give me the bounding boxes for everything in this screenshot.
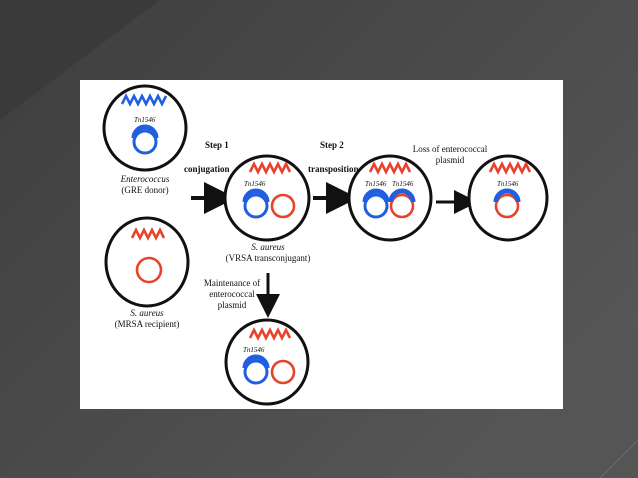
transposition-right-transposon-label: Tn1546 [392,180,414,188]
donor-strain-label: (GRE donor) [121,185,168,195]
maintenance-chromosome-wave [248,327,292,341]
transconjugant-enterococcal-plasmid [243,193,269,219]
maintenance-enterococcal-plasmid [243,359,269,385]
step2-subtitle: transposition [308,164,359,174]
step1-title: Step 1 [205,140,229,150]
donor-cell: Tn1546 [102,84,188,172]
maintenance-cell: Tn1546 [224,318,310,406]
maintenance-label-line3: plasmid [218,300,247,310]
transposition-cell: Tn1546 Tn1546 [347,154,433,242]
transposition-enterococcal-plasmid [363,193,389,219]
donor-transposon-label: Tn1546 [134,116,156,124]
final-transposon-label: Tn1546 [497,180,519,188]
final-cell: Tn1546 [467,154,549,242]
donor-chromosome-wave [120,93,168,107]
recipient-cell [104,216,190,308]
maintenance-label-line2: enterococcal [209,289,255,299]
transposition-chromosome-wave [368,161,412,175]
recipient-strain-label: (MRSA recipient) [115,319,180,329]
transposition-left-arc [362,188,390,203]
maintenance-staph-plasmid [270,359,296,385]
transposition-left-transposon-label: Tn1546 [365,180,387,188]
loss-label-line1: Loss of enterococcal [413,144,488,154]
final-chromosome-wave [488,161,532,175]
transconjugant-transposon-arc [242,188,270,203]
donor-species-label: Enterococcus [120,174,170,184]
recipient-plasmid [135,256,163,284]
diagram-panel: Tn1546 Enterococcus (GRE donor) S. aureu… [80,80,563,409]
transconjugant-chromosome-wave [248,161,292,175]
transconjugant-strain-label: (VRSA transconjugant) [226,253,311,263]
step2-title: Step 2 [320,140,344,150]
transconjugant-transposon-label: Tn1546 [244,180,266,188]
recipient-chromosome-wave [130,227,166,241]
loss-label-line2: plasmid [436,155,465,165]
transconjugant-cell: Tn1546 [223,154,311,242]
transconjugant-staph-plasmid [270,193,296,219]
transposition-staph-plasmid [389,193,415,219]
donor-plasmid [132,129,158,155]
final-staph-plasmid [494,193,520,219]
maintenance-transposon-arc [242,354,270,369]
recipient-species-label: S. aureus [130,308,164,318]
step1-subtitle: conjugation [184,164,230,174]
maintenance-label-line1: Maintenance of [204,278,260,288]
donor-transposon-arc [131,124,159,139]
transposition-right-arc [388,188,416,203]
final-transposon-arc [493,188,521,203]
vrsa-transfer-diagram: Tn1546 Enterococcus (GRE donor) S. aureu… [102,84,549,406]
transconjugant-species-label: S. aureus [251,242,285,252]
maintenance-transposon-label: Tn1546 [243,346,265,354]
